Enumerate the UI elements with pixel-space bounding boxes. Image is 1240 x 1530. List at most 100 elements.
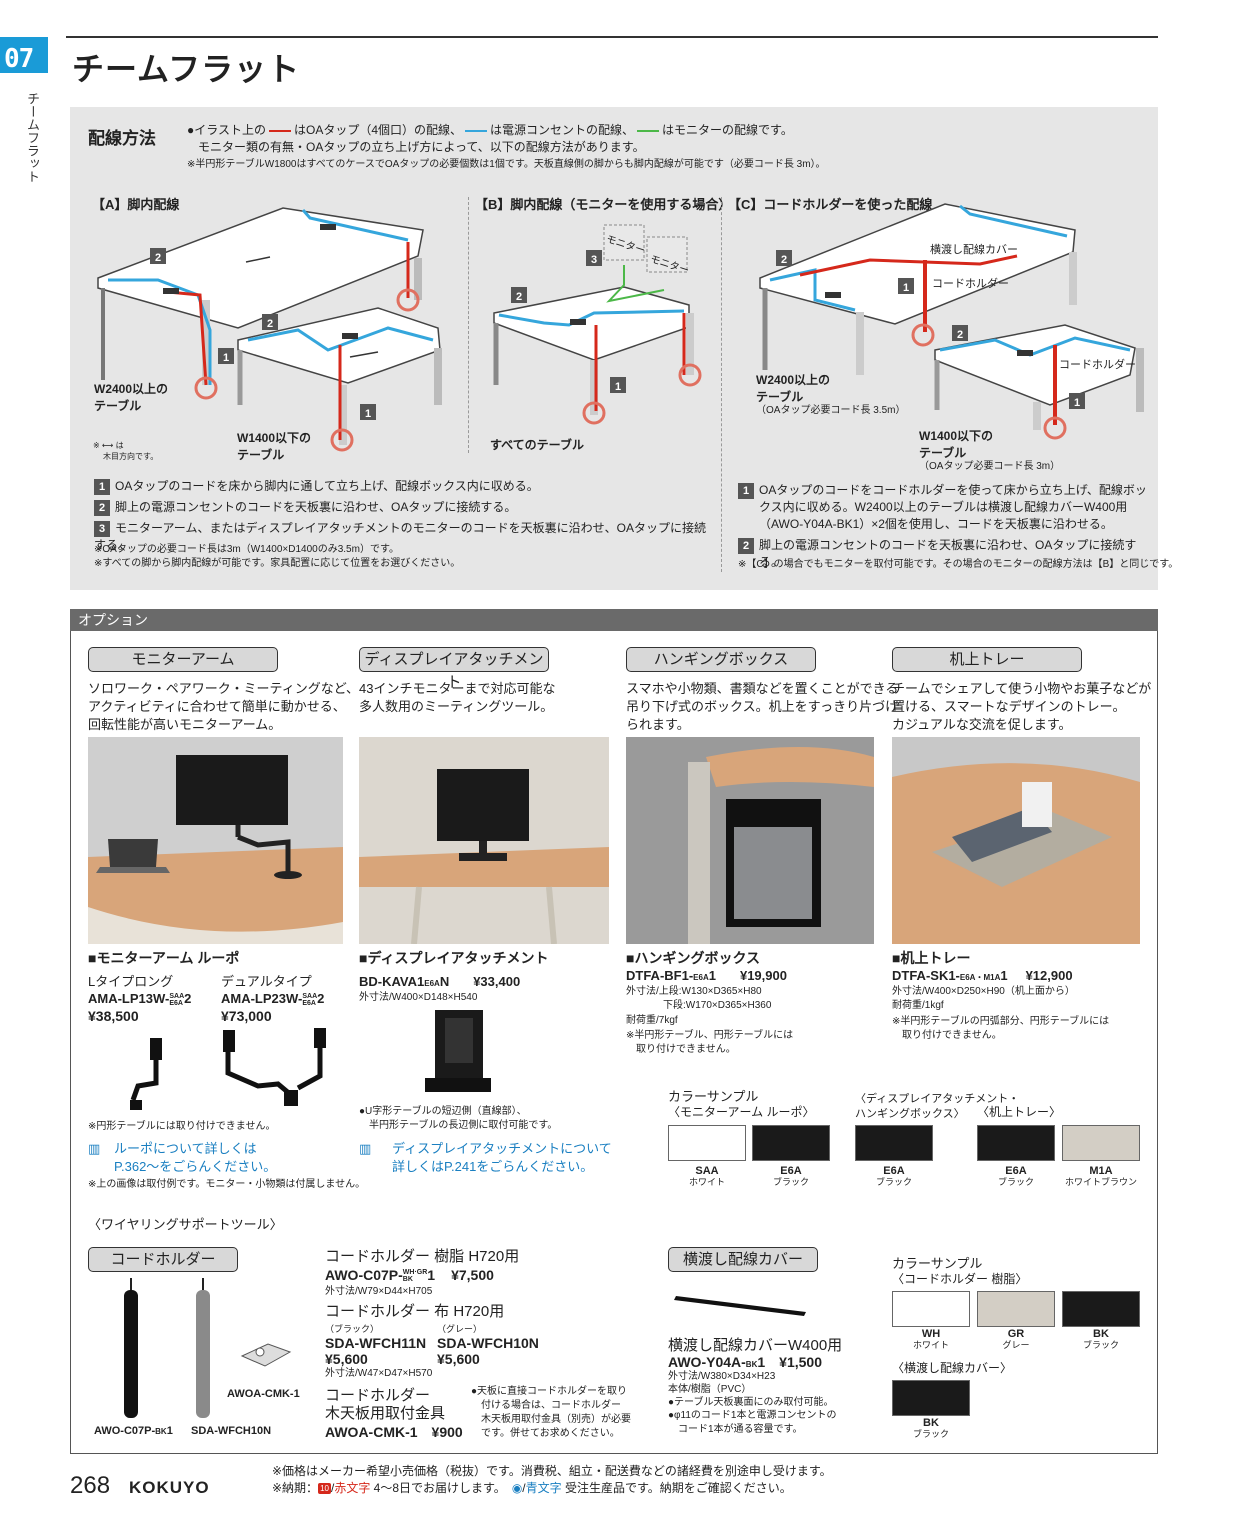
section-a-title: 【A】脚内配線	[92, 197, 180, 212]
color-swatch	[892, 1291, 970, 1327]
cover-size: 外寸法/W380×D34×H23	[668, 1371, 776, 1382]
a-big-table-label: W2400以上の テーブル	[94, 382, 169, 413]
oa-line-swatch	[269, 129, 292, 132]
support-color-sub2: 〈横渡し配線カバー〉	[892, 1361, 1013, 1375]
size-hanging-1: 外寸法/上段:W130×D365×H80	[626, 986, 762, 997]
code-dual: AMA-LP23W-SAA E6A2	[221, 991, 325, 1007]
svg-text:2: 2	[781, 254, 787, 266]
type-dual: デュアルタイプ	[221, 974, 312, 989]
b-table-label: すべてのテーブル	[490, 438, 584, 452]
display-attachment-illustration	[425, 1010, 491, 1092]
chapter-number: 07	[4, 44, 34, 74]
chapter-tab	[0, 37, 48, 73]
section-c-title: 【C】コードホルダーを使った配線	[728, 197, 933, 212]
made-to-order-icon: ◉	[511, 1481, 523, 1495]
color-swatch	[855, 1125, 933, 1161]
monitor-line-swatch	[637, 129, 660, 132]
pill-display: ディスプレイアタッチメント	[359, 647, 549, 691]
link-display[interactable]: ▥ディスプレイアタッチメントについて 詳しくはP.241をごらんください。	[359, 1141, 612, 1174]
options-color-sub3: 〈机上トレー〉	[977, 1105, 1062, 1119]
options-color-title: カラーサンプル	[668, 1089, 759, 1104]
photo-tray	[892, 737, 1140, 944]
book-icon: ▥	[359, 1141, 372, 1156]
p3-name: コードホルダー 木天板用取付金具	[325, 1387, 446, 1422]
page-number: 268	[70, 1472, 111, 1499]
img-label-cmk: AWOA-CMK-1	[227, 1388, 300, 1400]
p2-color1: （ブラック）	[325, 1324, 380, 1334]
size-hanging-2: 下段:W170×D365×H360	[663, 1000, 772, 1011]
photo-monitor-arm	[88, 737, 343, 944]
color-swatch	[892, 1380, 970, 1416]
p2-name: コードホルダー 布 H720用	[325, 1303, 505, 1320]
cover-material: 本体/樹脂（PVC）	[668, 1384, 752, 1395]
vertical-chapter-label: チームフラット	[25, 92, 40, 183]
support-color-title: カラーサンプル	[892, 1256, 983, 1271]
notes-left: ※OAタップの必要コード長は3m（W1400×D1400のみ3.5m）です。 ※…	[94, 544, 461, 569]
p3-code: AWOA-CMK-1¥900	[325, 1424, 463, 1440]
note-display: ●U字形テーブルの短辺側（直線部）、 半円形テーブルの長辺側に取付可能です。	[359, 1106, 558, 1131]
pill-tray: 机上トレー	[892, 647, 1082, 672]
color-swatch	[1062, 1291, 1140, 1327]
svg-text:2: 2	[516, 291, 522, 303]
note-hanging: ※半円形テーブル、円形テーブルには 取り付けできません。	[626, 1030, 794, 1055]
svg-text:2: 2	[267, 318, 273, 330]
holder-callout-2: コードホルダー	[1059, 359, 1136, 371]
section-b-title: 【B】脚内配線（モニターを使用する場合）	[475, 197, 732, 212]
photo-display	[359, 737, 609, 944]
name-hanging: ■ハンギングボックス	[626, 950, 761, 966]
code-display: BD-KAVA1E6AN¥33,400	[359, 974, 521, 989]
code-holder-illustration	[124, 1278, 292, 1418]
svg-text:3: 3	[591, 254, 597, 266]
cover-note2: ●φ11のコード1本と電源コンセントの コード1本が通る容量です。	[668, 1410, 837, 1435]
diagram-c: 2 1 2 1	[759, 203, 1144, 440]
monitor-arm-illustration	[130, 1028, 326, 1110]
footer-note1: ※価格はメーカー希望小売価格（税抜）です。消費税、組立・配送費などの諸経費を別途…	[272, 1464, 832, 1478]
divider	[468, 197, 469, 453]
note-right: ※【C】の場合でもモニターを取付可能です。その場合のモニターの配線方法は【B】と…	[738, 559, 1179, 570]
pill-code-holder: コードホルダー	[88, 1247, 238, 1272]
photo-hanging	[626, 737, 874, 944]
cover-callout: 横渡し配線カバー	[930, 244, 1018, 256]
p2-code1: SDA-WFCH11N	[325, 1335, 427, 1351]
p2-color2: （グレー）	[437, 1324, 483, 1334]
cover-illustration	[674, 1296, 806, 1316]
svg-text:1: 1	[903, 282, 909, 294]
type-l-long: Lタイプロング	[88, 974, 174, 989]
wiring-legend: ●イラスト上のはOAタップ（4個口）の配線、は電源コンセントの配線、はモニターの…	[187, 123, 793, 154]
delivery-badge-icon: 10	[318, 1483, 331, 1495]
cover-note1: ●テーブル天板裏面にのみ取付可能。	[668, 1397, 834, 1408]
color-swatch	[977, 1291, 1055, 1327]
c-big-table-label: W2400以上の テーブル	[756, 373, 831, 404]
load-tray: 耐荷重/1kgf	[892, 1000, 944, 1011]
svg-text:1: 1	[615, 381, 621, 393]
color-swatch	[668, 1125, 746, 1161]
p2-code2: SDA-WFCH10N	[437, 1335, 539, 1351]
link-monitor-arm[interactable]: ▥ルーポについて詳しくは P.362～をごらんください。	[88, 1141, 277, 1174]
desc-hanging: スマホや小物類、書類などを置くことができる 吊り下げ式のボックス。机上をすっきり…	[626, 681, 899, 732]
color-swatch	[977, 1125, 1055, 1161]
diagram-b: 3 2 1	[493, 224, 702, 425]
price-l-long: ¥38,500	[88, 1008, 139, 1024]
footer-note2: ※納期：10/赤文字 4～8日でお届けします。 ◉/青文字 受注生産品です。納期…	[272, 1481, 792, 1495]
desc-tray: チームでシェアして使う小物やお菓子などが 置ける、スマートなデザインのトレー。 …	[892, 681, 1152, 732]
c-small-table-note: （OAタップ必要コード長 3m）	[919, 461, 1061, 472]
desc-monitor-arm: ソロワーク・ペアワーク・ミーティングなど、 アクティビティに合わせて簡単に動かせ…	[88, 681, 360, 732]
grain-note: ※ ⟷ は木目方向です。	[93, 441, 159, 461]
img-label-wfch10n: SDA-WFCH10N	[191, 1425, 272, 1437]
size-display: 外寸法/W400×D148×H540	[359, 992, 478, 1003]
code-l-long: AMA-LP13W-SAA E6A2	[88, 991, 192, 1007]
color-swatch	[752, 1125, 830, 1161]
code-hanging: DTFA-BF1-E6A1¥19,900	[626, 968, 787, 983]
options-color-sub1: 〈モニターアーム ルーポ〉	[668, 1105, 815, 1119]
